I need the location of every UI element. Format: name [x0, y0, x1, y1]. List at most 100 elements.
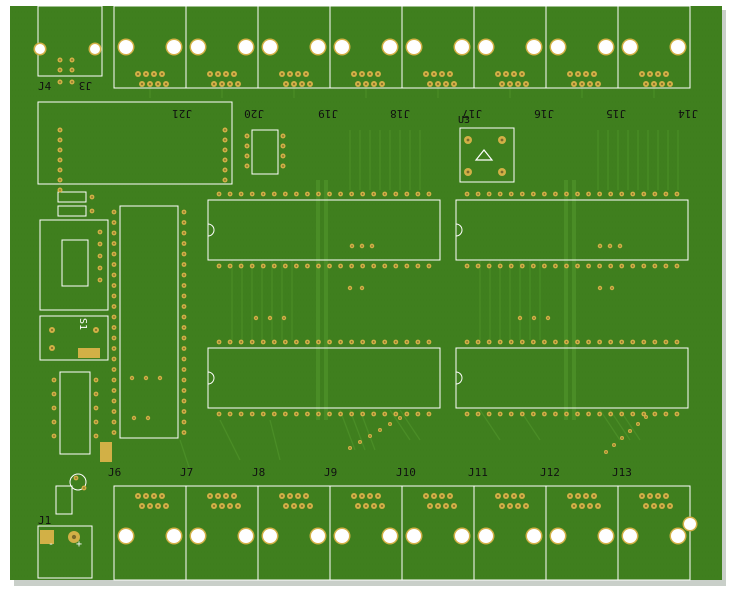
pad-drill [113, 263, 115, 266]
pad-drill [532, 413, 535, 415]
pad-drill [339, 341, 342, 343]
pad-drill [394, 193, 397, 195]
pad-drill [306, 265, 309, 267]
pad-drill [352, 494, 356, 498]
top-rj-mount-hole [671, 40, 685, 54]
pad-drill [448, 72, 452, 76]
pad-drill [520, 72, 524, 76]
pad-drill [598, 341, 601, 343]
pad-drill [280, 494, 284, 498]
label-j21: J21 [172, 107, 192, 120]
pad-drill [236, 504, 240, 508]
pad-drill [224, 139, 226, 141]
pad-drill [596, 504, 600, 508]
trace [269, 419, 281, 461]
pad-drill [613, 444, 615, 446]
pad-drill [609, 193, 612, 195]
ic-u6-outline [207, 347, 441, 409]
label-j20: J20 [244, 107, 264, 120]
pad-drill [71, 69, 73, 71]
pad-drill [240, 193, 242, 195]
pad-drill [654, 265, 656, 267]
pad-drill [306, 341, 309, 343]
smd-pad [100, 442, 112, 462]
pad-drill [642, 341, 645, 343]
pad-drill [59, 59, 61, 61]
bottom-rj-mount-hole [191, 529, 205, 543]
pad-drill [218, 341, 220, 343]
pad-drill [428, 341, 430, 343]
pad-drill [568, 72, 572, 76]
trace [339, 409, 356, 451]
pad-drill [284, 341, 287, 343]
pad-drill [183, 253, 185, 255]
pad-drill [269, 317, 271, 319]
pad-layer [33, 38, 698, 545]
pad-drill [629, 430, 631, 432]
pad-drill [113, 368, 115, 371]
smd-pad [78, 348, 100, 358]
pad-drill [99, 255, 101, 257]
pad-drill [216, 494, 220, 498]
pad-drill [339, 413, 342, 415]
pad-drill [406, 413, 408, 415]
bottom-rj-mount-hole [623, 529, 637, 543]
top-rj-mount-hole [311, 40, 325, 54]
ic-u4-outline [207, 199, 441, 261]
pad-drill [304, 72, 308, 76]
trace [479, 409, 501, 441]
j1-outline [37, 525, 93, 579]
pad-drill [360, 494, 364, 498]
pad-drill [240, 413, 242, 415]
pad-drill [428, 193, 430, 195]
pad-drill [369, 435, 371, 437]
label-j17: J17 [462, 107, 482, 120]
pad-drill [352, 72, 356, 76]
top-rj-mount-hole [455, 40, 469, 54]
pad-drill [99, 231, 101, 233]
pad-drill [436, 82, 440, 86]
pad-drill [496, 494, 500, 498]
pad-drill [317, 265, 320, 267]
pad-drill [339, 265, 342, 267]
pad-drill [255, 317, 257, 319]
pad-drill [631, 413, 634, 415]
pad-drill [216, 72, 220, 76]
pad-drill [140, 504, 144, 508]
pad-drill [372, 504, 376, 508]
pad-drill [609, 265, 612, 267]
pad-drill [113, 379, 115, 381]
pad-drill [383, 193, 386, 195]
pad-drill [113, 358, 115, 360]
pad-drill [53, 379, 55, 381]
pad-drill [576, 341, 579, 343]
pad-drill [183, 242, 185, 245]
pad-drill [212, 82, 216, 86]
pad-drill [288, 494, 292, 498]
u3-outline [459, 127, 515, 183]
pad-drill [53, 421, 55, 423]
pad-drill [350, 413, 353, 415]
pad-drill [524, 82, 528, 86]
pad-drill [512, 72, 516, 76]
pad-drill [477, 193, 479, 195]
pad-drill [164, 82, 168, 86]
pad-drill [295, 341, 298, 343]
pad-drill [620, 341, 623, 343]
pad-drill [361, 245, 363, 247]
pad-drill [533, 317, 535, 319]
pad-drill [350, 265, 353, 267]
pad-drill [516, 504, 520, 508]
pad-drill [587, 413, 590, 415]
pad-drill [159, 377, 161, 379]
pad-drill [668, 504, 672, 508]
label-power-plus: + [76, 539, 82, 550]
trace [359, 409, 376, 451]
pad-drill [284, 265, 287, 267]
pad-drill [229, 193, 231, 195]
pad-drill [218, 413, 220, 415]
pad-drill [599, 245, 601, 247]
pad-drill [282, 165, 284, 167]
pad-drill [642, 413, 645, 415]
pad-drill [317, 193, 320, 195]
